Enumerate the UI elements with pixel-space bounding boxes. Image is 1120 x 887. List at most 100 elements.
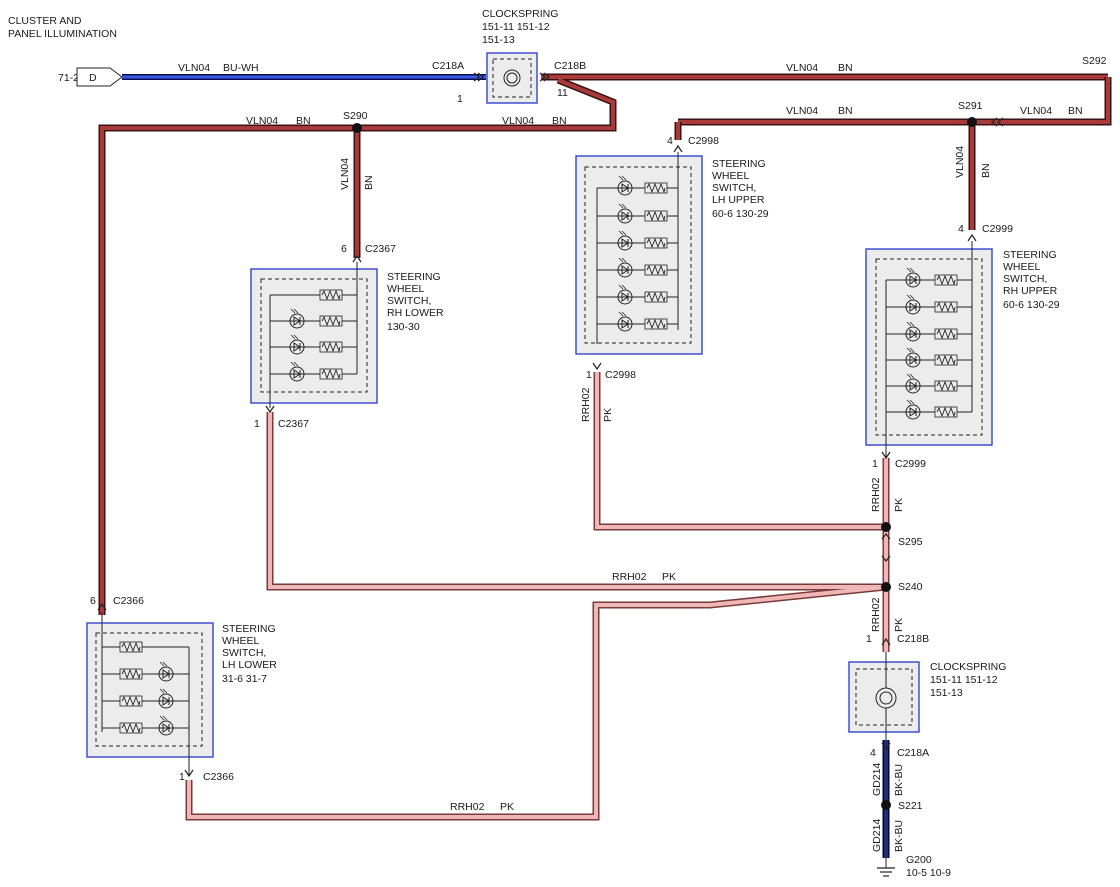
wire-label-pk-rh-upper-circuit: RRH02 <box>870 477 882 512</box>
splice-s292: S292 <box>1082 55 1107 67</box>
rh-lower-pin-bottom: 1 <box>254 418 260 430</box>
wire-label-pk-bottom-circuit: RRH02 <box>450 801 485 813</box>
wires-pink <box>185 372 890 821</box>
lh-upper-pin-bottom: 1 <box>586 369 592 381</box>
wire-label-pk-s240-circuit: RRH02 <box>870 597 882 632</box>
wire-label-pk-bottom-color: PK <box>500 801 514 813</box>
wire-label-bn-s291-right-circuit: VLN04 <box>1020 105 1052 117</box>
clockspring-bottom-conn-in: C218B <box>897 633 929 645</box>
wire-label-bn-s291-right-color: BN <box>1068 105 1083 117</box>
clockspring-top-pin-out: 11 <box>557 87 568 99</box>
wires-brown <box>98 73 1112 615</box>
rh-lower-conn-top: C2367 <box>365 243 396 255</box>
rh-lower-name-4: RH LOWER <box>387 307 444 319</box>
rh-lower-pin-top: 6 <box>341 243 347 255</box>
rh-upper-name-4: RH UPPER <box>1003 285 1058 297</box>
switch-rh-lower: 6 C2367 1 C2367 STEERING WHEEL SWITCH, R… <box>250 243 444 430</box>
clockspring-top-refs-1: 151-11 151-12 <box>482 21 550 33</box>
rh-lower-name-1: STEERING <box>387 271 441 283</box>
splice-s291: S291 <box>958 100 1004 127</box>
clockspring-bottom-pin-out: 4 <box>870 747 876 759</box>
wire-label-pk-s240-color: PK <box>893 618 905 632</box>
lh-lower-pin-top: 6 <box>90 595 96 607</box>
lh-upper-name-3: SWITCH, <box>712 182 756 194</box>
wire-label-bn-s291-down-color: BN <box>980 163 992 178</box>
splice-s221: S221 <box>881 800 923 812</box>
clockspring-bottom-pin-in: 1 <box>866 633 872 645</box>
rh-lower-name-2: WHEEL <box>387 283 425 295</box>
wire-label-bn-s290-down-color: BN <box>363 175 375 190</box>
rh-lower-name-3: SWITCH, <box>387 295 431 307</box>
rh-upper-pin-bottom: 1 <box>872 458 878 470</box>
clockspring-bottom-conn-out: C218A <box>897 747 929 759</box>
wire-label-bn-s291-left-color: BN <box>838 105 853 117</box>
source-ref: 71-2 <box>58 72 79 84</box>
wire-label-pk-rh-upper-color: PK <box>893 498 905 512</box>
clockspring-bottom: 1 C218B CLOCKSPRING 151-11 151-12 151-13… <box>848 633 1006 759</box>
connector-c218a-top: C218A <box>432 60 464 72</box>
lh-upper-conn-bottom: C2998 <box>605 369 636 381</box>
lh-lower-name-1: STEERING <box>222 623 276 635</box>
wire-label-bn-s291-down-circuit: VLN04 <box>954 146 966 178</box>
wire-label-gd-lower-circuit: GD214 <box>871 819 883 852</box>
lh-lower-name-4: LH LOWER <box>222 659 277 671</box>
splice-s291-label: S291 <box>958 100 983 112</box>
wire-label-gd-lower-color: BK-BU <box>893 820 905 852</box>
switch-rh-upper: 4 C2999 1 C2999 STEERING <box>865 223 1060 470</box>
switch-lh-upper: 4 C2998 1 C2998 STEERING <box>575 135 769 381</box>
wire-label-pk-rh-lower-color: PK <box>662 571 676 583</box>
clockspring-bottom-name: CLOCKSPRING <box>930 661 1006 673</box>
ground-g200: G200 10-5 10-9 <box>877 854 951 879</box>
clockspring-bottom-refs-1: 151-11 151-12 <box>930 674 998 686</box>
wire-label-pk-rh-lower-circuit: RRH02 <box>612 571 647 583</box>
wire-label-bn-top-color: BN <box>838 62 853 74</box>
lh-upper-name-1: STEERING <box>712 158 766 170</box>
rh-lower-refs: 130-30 <box>387 321 420 333</box>
ground-name: G200 <box>906 854 932 866</box>
connector-c218b-top: C218B <box>554 60 586 72</box>
wire-label-gd-upper-color: BK-BU <box>893 764 905 796</box>
splice-s240-label: S240 <box>898 581 923 593</box>
clockspring-top-refs-2: 151-13 <box>482 34 515 46</box>
lh-lower-name-2: WHEEL <box>222 635 260 647</box>
splice-s290: S290 <box>343 110 368 133</box>
lh-upper-pin-top: 4 <box>667 135 673 147</box>
splice-s290-label: S290 <box>343 110 368 122</box>
lh-lower-refs: 31-6 31-7 <box>222 673 267 685</box>
wire-label-bn-s291-left-circuit: VLN04 <box>786 105 818 117</box>
ground-refs: 10-5 10-9 <box>906 867 951 879</box>
clockspring-top-name: CLOCKSPRING <box>482 8 558 20</box>
rh-upper-pin-top: 4 <box>958 223 964 235</box>
wire-label-bn-s290-left-circuit: VLN04 <box>246 115 278 127</box>
lh-upper-name-2: WHEEL <box>712 170 750 182</box>
wire-label-pk-lh-upper-circuit: RRH02 <box>580 387 592 422</box>
lh-upper-conn-top: C2998 <box>688 135 719 147</box>
wire-label-bn-s290-left-color: BN <box>296 115 311 127</box>
wire-label-bn-s290-right-circuit: VLN04 <box>502 115 534 127</box>
rh-upper-conn-top: C2999 <box>982 223 1013 235</box>
rh-upper-name-2: WHEEL <box>1003 261 1041 273</box>
splice-s295-label: S295 <box>898 536 923 548</box>
lh-lower-name-3: SWITCH, <box>222 647 266 659</box>
wire-label-bn-s290-down-circuit: VLN04 <box>339 158 351 190</box>
lh-lower-pin-bottom: 1 <box>179 771 185 783</box>
lh-upper-refs: 60-6 130-29 <box>712 208 769 220</box>
clockspring-top: CLOCKSPRING 151-11 151-12 151-13 C218A 1… <box>432 8 586 105</box>
clockspring-bottom-refs-2: 151-13 <box>930 687 963 699</box>
splice-s292-label: S292 <box>1082 55 1107 67</box>
rh-upper-conn-bottom: C2999 <box>895 458 926 470</box>
lh-upper-name-4: LH UPPER <box>712 194 765 206</box>
source-connector-d: 71-2 D <box>58 67 123 87</box>
rh-lower-conn-bottom: C2367 <box>278 418 309 430</box>
rh-upper-name-1: STEERING <box>1003 249 1057 261</box>
wire-label-bn-s290-right-color: BN <box>552 115 567 127</box>
lh-lower-conn-top: C2366 <box>113 595 144 607</box>
rh-upper-refs: 60-6 130-29 <box>1003 299 1060 311</box>
splice-s240: S240 <box>881 581 923 593</box>
switch-lh-lower: 6 C2366 1 C2366 STEERING WHEEL SWITCH, L… <box>86 595 277 783</box>
wire-label-blue-circuit: VLN04 <box>178 62 210 74</box>
diagram-title-line1: CLUSTER AND <box>8 15 82 27</box>
diagram-title-line2: PANEL ILLUMINATION <box>8 28 117 40</box>
lh-lower-conn-bottom: C2366 <box>203 771 234 783</box>
